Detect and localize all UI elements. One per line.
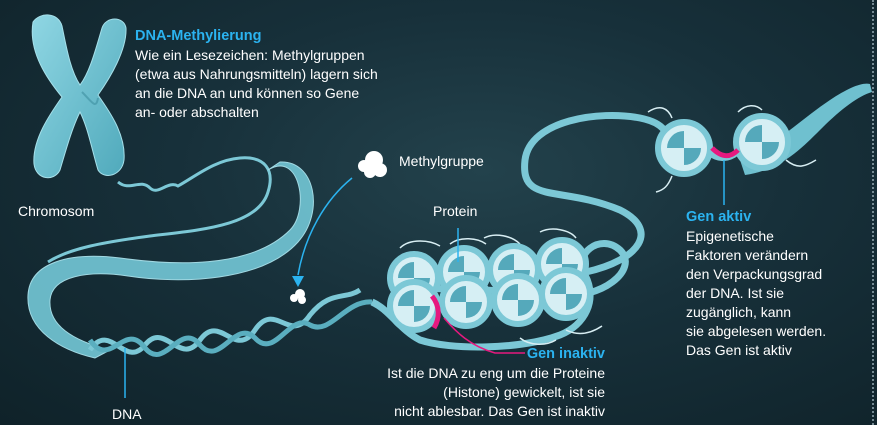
gene-active-line: Das Gen ist aktiv bbox=[686, 341, 866, 360]
gene-active-line: zugänglich, kann bbox=[686, 303, 866, 322]
methylation-line: Wie ein Lesezeichen: Methylgruppen bbox=[135, 46, 425, 65]
methyl-group-icon bbox=[358, 151, 387, 178]
histone bbox=[494, 276, 542, 324]
methylation-line: an- oder abschalten bbox=[135, 103, 425, 122]
gene-active-line: den Verpackungsgrad bbox=[686, 265, 866, 284]
gene-inactive-heading: Gen inaktiv bbox=[330, 345, 605, 364]
gene-inactive-line: Ist die DNA zu eng um die Proteine bbox=[330, 364, 605, 383]
methyl-group-label: Methylgruppe bbox=[399, 152, 484, 171]
chromosome-label: Chromosom bbox=[18, 202, 94, 221]
methylation-text: DNA-Methylierung Wie ein Lesezeichen: Me… bbox=[135, 27, 425, 122]
dna-ribbon bbox=[28, 162, 314, 358]
methyl-arrowhead bbox=[292, 276, 304, 287]
histone bbox=[390, 282, 438, 330]
histones-inactive bbox=[390, 240, 590, 330]
gene-active-line: sie abgelesen werden. bbox=[686, 322, 866, 341]
gene-inactive-line: nicht ablesbar. Das Gen ist inaktiv bbox=[330, 402, 605, 421]
histones-active bbox=[658, 116, 788, 174]
histone bbox=[736, 116, 788, 168]
dotted-border bbox=[872, 0, 874, 425]
gene-active-text: Gen aktiv Epigenetische Faktoren verände… bbox=[686, 208, 866, 360]
chromosome-shape bbox=[32, 15, 126, 178]
methylation-line: an die DNA an und können so Gene bbox=[135, 84, 425, 103]
methyl-on-dna-icon bbox=[290, 289, 306, 304]
methylation-line: (etwa aus Nahrungsmitteln) lagern sich bbox=[135, 65, 425, 84]
histone bbox=[658, 122, 710, 174]
protein-label: Protein bbox=[433, 202, 477, 221]
histone bbox=[442, 278, 490, 326]
gene-inactive-text: Gen inaktiv Ist die DNA zu eng um die Pr… bbox=[330, 345, 605, 421]
gene-active-heading: Gen aktiv bbox=[686, 208, 866, 227]
gene-active-line: Epigenetische bbox=[686, 227, 866, 246]
gene-inactive-line: (Histone) gewickelt, ist sie bbox=[330, 383, 605, 402]
methylation-heading: DNA-Methylierung bbox=[135, 27, 425, 46]
gene-active-line: der DNA. Ist sie bbox=[686, 284, 866, 303]
dna-label: DNA bbox=[112, 405, 142, 424]
histone bbox=[542, 270, 590, 318]
gene-active-line: Faktoren verändern bbox=[686, 246, 866, 265]
